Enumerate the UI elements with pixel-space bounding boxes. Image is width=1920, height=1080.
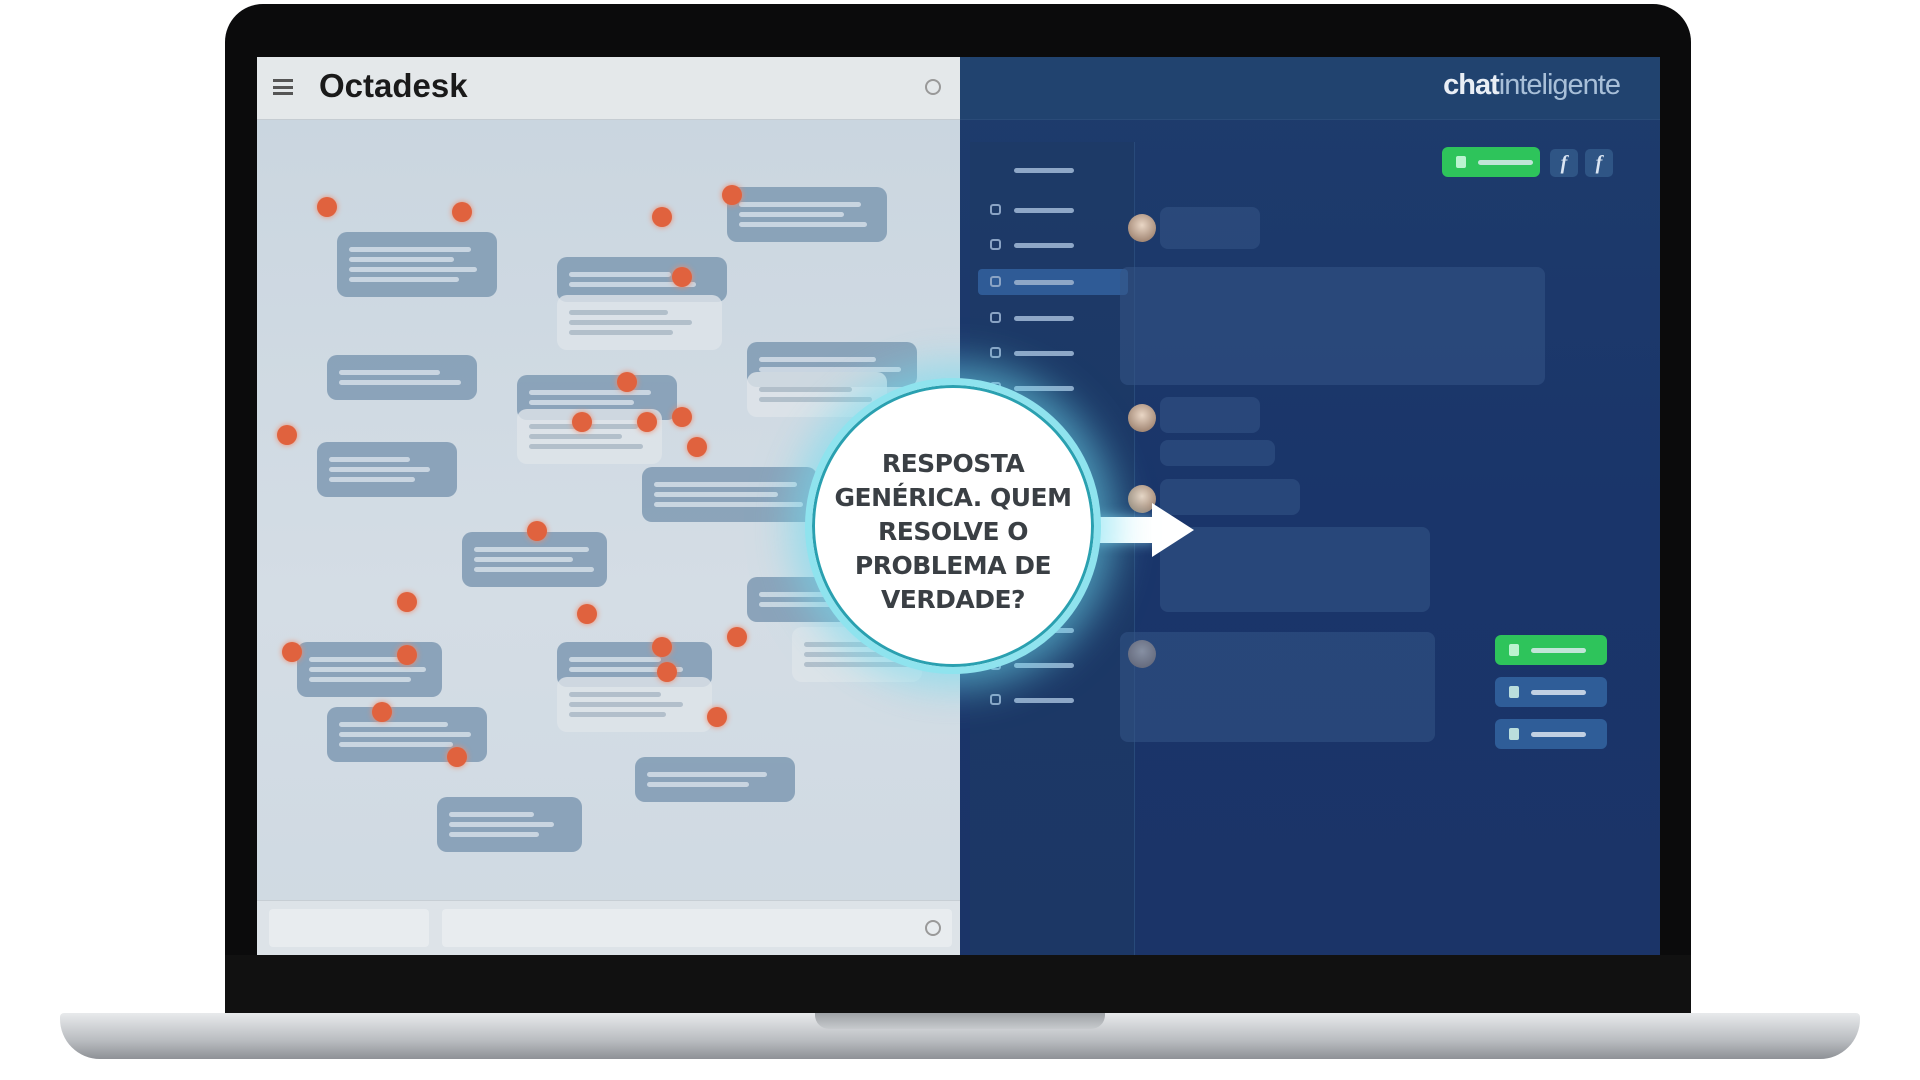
notification-badge [397, 645, 417, 665]
menu-item-icon [990, 347, 1001, 358]
chat-bubble [557, 257, 727, 302]
chat-bubble [297, 642, 442, 697]
message-card [1160, 527, 1430, 612]
notification-badge [317, 197, 337, 217]
sidebar-item-label [1014, 698, 1074, 703]
sidebar-item-label [1014, 663, 1074, 668]
message-input[interactable] [442, 909, 952, 947]
menu-icon[interactable] [273, 79, 293, 95]
chatinteligente-header: chatinteligente [960, 57, 1660, 120]
chat-bubble [727, 187, 887, 242]
octadesk-header: Octadesk [257, 57, 960, 120]
avatar [1128, 214, 1156, 242]
menu-item-icon [990, 694, 1001, 705]
sidebar-item[interactable] [978, 269, 1128, 295]
chat-bubble [635, 757, 795, 802]
sidebar-item-label [1014, 208, 1074, 213]
message-card [1120, 632, 1435, 742]
sidebar-item[interactable] [978, 305, 1128, 331]
notification-badge [282, 642, 302, 662]
message-bubble [1160, 440, 1275, 466]
action-button[interactable] [1495, 677, 1607, 707]
notification-badge [687, 437, 707, 457]
menu-item-icon [990, 239, 1001, 250]
arrow-right-icon [1152, 503, 1194, 557]
notification-badge [652, 637, 672, 657]
menu-item-icon [990, 312, 1001, 323]
search-icon[interactable] [925, 79, 941, 95]
chat-bubble [642, 467, 817, 522]
menu-item-icon [990, 276, 1001, 287]
sidebar-item-label [1014, 351, 1074, 356]
notification-badge [637, 412, 657, 432]
chat-bubble [337, 232, 497, 297]
brand-name: Octadesk [319, 67, 468, 104]
footer-button[interactable] [269, 909, 429, 947]
whatsapp-button[interactable] [1442, 147, 1540, 177]
notification-badge [277, 425, 297, 445]
menu-item-icon [990, 204, 1001, 215]
notification-badge [577, 604, 597, 624]
chat-bubble [327, 355, 477, 400]
notification-badge [397, 592, 417, 612]
action-button[interactable] [1495, 635, 1607, 665]
notification-badge [727, 627, 747, 647]
sidebar-item[interactable] [978, 232, 1128, 258]
sidebar-item[interactable] [978, 340, 1128, 366]
message-bubble [1160, 207, 1260, 249]
notification-badge [707, 707, 727, 727]
sidebar-item-label [1014, 316, 1074, 321]
logo-light: inteligente [1498, 69, 1621, 101]
notification-badge [372, 702, 392, 722]
sidebar-item[interactable] [978, 687, 1128, 713]
chat-bubble [462, 532, 607, 587]
notification-badge [722, 185, 742, 205]
sidebar-item-label [1014, 168, 1074, 173]
sidebar-item-label [1014, 280, 1074, 285]
avatar [1128, 485, 1156, 513]
chat-bubble [557, 677, 712, 732]
laptop-chin [225, 955, 1691, 1013]
arrow-right-icon [1095, 517, 1155, 543]
chat-bubble [317, 442, 457, 497]
notification-badge [452, 202, 472, 222]
notification-badge [657, 662, 677, 682]
sidebar-item[interactable] [978, 197, 1128, 223]
chat-bubble [437, 797, 582, 852]
notification-badge [572, 412, 592, 432]
avatar [1128, 404, 1156, 432]
notification-badge [672, 407, 692, 427]
notification-badge [672, 267, 692, 287]
sidebar-item-label [1014, 243, 1074, 248]
message-bubble [1160, 397, 1260, 433]
facebook-icon[interactable]: f [1585, 149, 1613, 177]
action-button[interactable] [1495, 719, 1607, 749]
facebook-icon[interactable]: f [1550, 149, 1578, 177]
notification-badge [617, 372, 637, 392]
message-card [1120, 267, 1545, 385]
octadesk-footer [257, 900, 960, 955]
question-circle: RESPOSTA GENÉRICA. QUEM RESOLVE O PROBLE… [805, 378, 1101, 674]
notification-badge [527, 521, 547, 541]
chatinteligente-logo: chatinteligente [1443, 69, 1621, 102]
sidebar-item[interactable] [978, 157, 1128, 183]
chat-bubble [557, 295, 722, 350]
notification-badge [652, 207, 672, 227]
laptop-screen: Octadesk chatinteligente f f [257, 57, 1660, 955]
question-text: RESPOSTA GENÉRICA. QUEM RESOLVE O PROBLE… [834, 449, 1072, 614]
logo-bold: chat [1443, 69, 1500, 101]
search-icon[interactable] [925, 920, 941, 936]
laptop-notch [815, 1013, 1105, 1029]
notification-badge [447, 747, 467, 767]
sidebar-item-label [1014, 386, 1074, 391]
